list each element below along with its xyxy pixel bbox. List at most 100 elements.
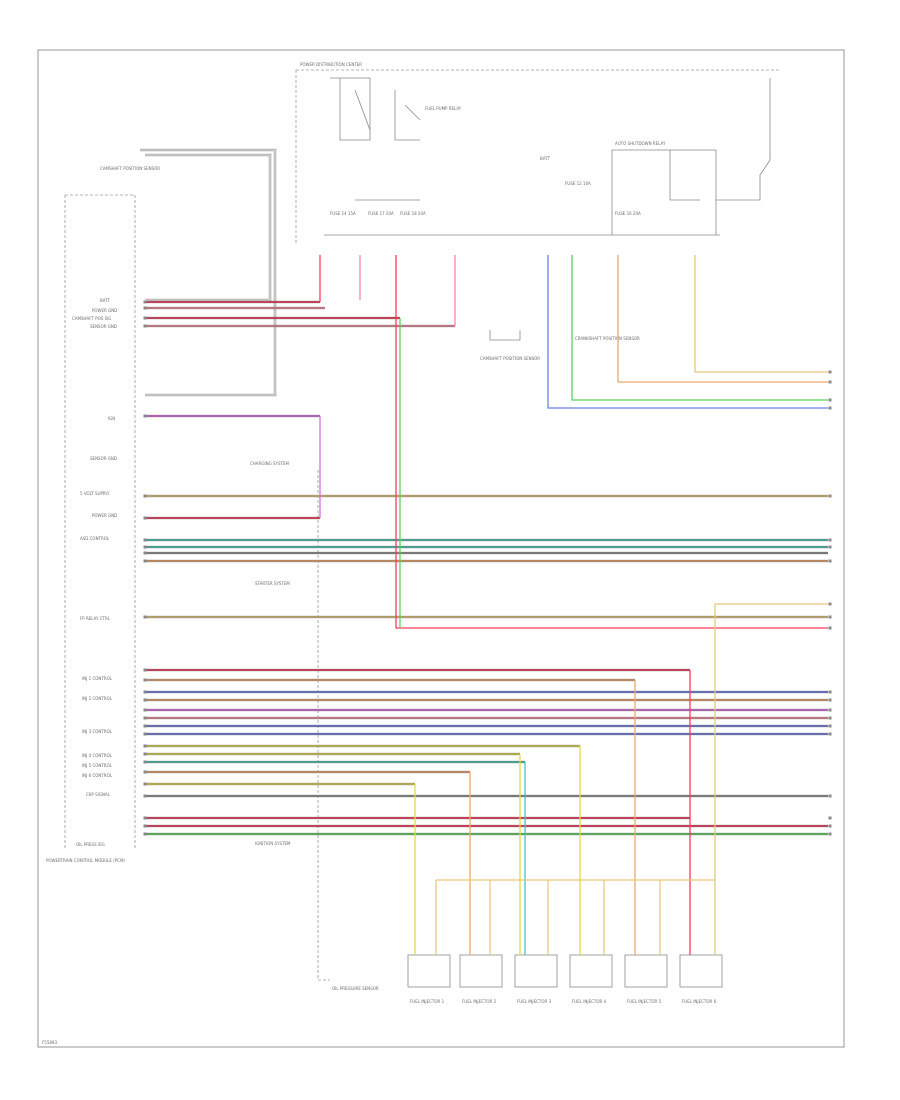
right-terminal-15 (828, 716, 832, 720)
right-terminal-12 (828, 690, 832, 694)
right-terminal-20 (828, 824, 832, 828)
wire-power-gnd-2-pin (143, 516, 147, 520)
pcm-pin-sensor-gnd-2: SENSOR GND (90, 456, 117, 461)
charging-system-label: CHARGING SYSTEM (250, 461, 289, 466)
pcm-pin-power-gnd-1: POWER GND (92, 308, 117, 313)
fuse-label-2: FUSE 17 20A (368, 211, 394, 216)
right-terminal-21 (828, 832, 832, 836)
pcm-pin-inj2: INJ 2 CONTROL (82, 696, 113, 701)
wire-inj-5-pin (143, 760, 147, 764)
wire-inj-bus-3-pin (143, 708, 147, 712)
pcm-pin-sensor-gnd-1: SENSOR GND (90, 324, 117, 329)
injector-label-6: FUEL INJECTOR 6 (682, 999, 717, 1004)
ignition-system-label: IGNITION SYSTEM (255, 841, 291, 846)
pcm-pin-camshaft-pos: CAMSHAFT POS SIG (72, 316, 111, 321)
injector-box-5 (624, 954, 668, 988)
wire-inj-6-pin (143, 770, 147, 774)
fuse-label-3: FUSE 18 20A (400, 211, 426, 216)
pcm-pin-power-gnd-2: POWER GND (92, 513, 117, 518)
wire-fuse18-to-right (395, 255, 828, 629)
pcm-pin-inj1: INJ 1 CONTROL (82, 676, 113, 681)
wire-inj-3-pin (143, 744, 147, 748)
right-terminal-18 (828, 794, 832, 798)
right-terminal-19 (828, 816, 832, 820)
wire-asd-control-2-pin (143, 545, 147, 549)
power-distribution-center: POWER DISTRIBUTION CENTER FUEL PUMP RELA… (295, 62, 780, 361)
fuse-label-1: FUSE 14 15A (330, 211, 356, 216)
pcm-pin-asd-control: ASD CONTROL (80, 536, 110, 541)
pcm-pin-inj3: INJ 3 CONTROL (82, 729, 113, 734)
oil-pressure-sensor-label: OIL PRESSURE SENSOR (332, 986, 379, 991)
right-terminal-9 (828, 602, 832, 606)
wire-crank-green (571, 255, 828, 401)
wire-asd-tan (694, 255, 828, 373)
wire-ckp-ground-pin (143, 794, 147, 798)
wire-5v-supply-pin (143, 494, 147, 498)
right-terminal-4 (828, 406, 832, 410)
crank-sensor-label: CRANKSHAFT POSITION SENSOR (575, 336, 640, 341)
injector-box-2 (459, 954, 503, 988)
pcm-pin-ign: IGN (108, 416, 115, 421)
cam-sensor-label: CAMSHAFT POSITION SENSOR (480, 356, 540, 361)
camshaft-loop: CAMSHAFT POSITION SENSOR (100, 148, 277, 397)
right-terminal-17 (828, 732, 832, 736)
wire-camshaft-signal-pin (143, 316, 147, 320)
pcm-pin-oil-press: OIL PRESS SIG (76, 842, 105, 847)
right-terminal-1 (828, 370, 832, 374)
wire-oil-press-1-pin (143, 816, 147, 820)
injector-label-1: FUEL INJECTOR 1 (410, 999, 445, 1004)
pcm-pin-5v-supply: 5 VOLT SUPPLY (80, 491, 110, 496)
pcm-pin-ckp: CKP SIGNAL (86, 792, 111, 797)
wire-asd-control-3-pin (143, 551, 147, 555)
injector-box-1 (407, 954, 451, 988)
pcm-pin-inj6: INJ 6 CONTROL (82, 773, 113, 778)
wire-fp-relay-pin (143, 615, 147, 619)
wires-layer (143, 255, 832, 955)
injector-box-4 (569, 954, 613, 988)
wire-inj-2-pin (143, 678, 147, 682)
bat-label: BATT (540, 156, 551, 161)
wire-batt-pin (143, 300, 147, 304)
fuse-label-5: FUSE 16 20A (615, 211, 641, 216)
wire-inj-bus-4-pin (143, 716, 147, 720)
pcm-pin-inj4: INJ 4 CONTROL (82, 753, 113, 758)
pcm-pin-inj5: INJ 5 CONTROL (82, 763, 113, 768)
right-terminal-8 (828, 559, 832, 563)
right-terminal-11 (828, 626, 832, 630)
wire-inj-bus-1-pin (143, 690, 147, 694)
right-terminal-3 (828, 398, 832, 402)
injector-label-3: FUEL INJECTOR 3 (517, 999, 552, 1004)
cam-sensor-top-label: CAMSHAFT POSITION SENSOR (100, 166, 160, 171)
wire-sensor-ground-pin (143, 324, 147, 328)
fuel-pump-relay-label: FUEL PUMP RELAY (425, 106, 462, 111)
right-terminal-13 (828, 698, 832, 702)
injector-modules: FUEL INJECTOR 1 FUEL INJECTOR 2 FUEL INJ… (407, 954, 723, 1004)
wire-fuse16-orange (617, 255, 828, 383)
injector-label-5: FUEL INJECTOR 5 (627, 999, 662, 1004)
wire-ckp-pin (143, 782, 147, 786)
pcm-label: POWERTRAIN CONTROL MODULE (PCM) (46, 858, 125, 863)
right-terminal-7 (828, 545, 832, 549)
right-terminal-16 (828, 724, 832, 728)
oil-pressure-lead (317, 470, 330, 981)
right-terminal-2 (828, 380, 832, 384)
starter-system-label: STARTER SYSTEM (255, 581, 290, 586)
fuse-label-4: FUSE 12 10A (565, 181, 591, 186)
pcm-pin-fp-relay: FP RELAY CTRL (80, 616, 111, 621)
wire-ign-pin (143, 414, 147, 418)
wire-asd-control-1-pin (143, 538, 147, 542)
wire-inj-bus-2-pin (143, 698, 147, 702)
right-terminal-14 (828, 708, 832, 712)
right-terminal-10 (828, 615, 832, 619)
injector-label-2: FUEL INJECTOR 2 (462, 999, 497, 1004)
right-terminal-6 (828, 538, 832, 542)
right-terminal-5 (828, 494, 832, 498)
injector-box-6 (679, 954, 723, 988)
asd-relay-label: AUTO SHUTDOWN RELAY (615, 141, 666, 146)
wire-power-gnd-pin (143, 306, 147, 310)
wire-inj-4-pin (143, 752, 147, 756)
pcm-pin-batt: BATT (100, 298, 111, 303)
injector-label-4: FUEL INJECTOR 4 (572, 999, 607, 1004)
wire-inj-1-pin (143, 668, 147, 672)
